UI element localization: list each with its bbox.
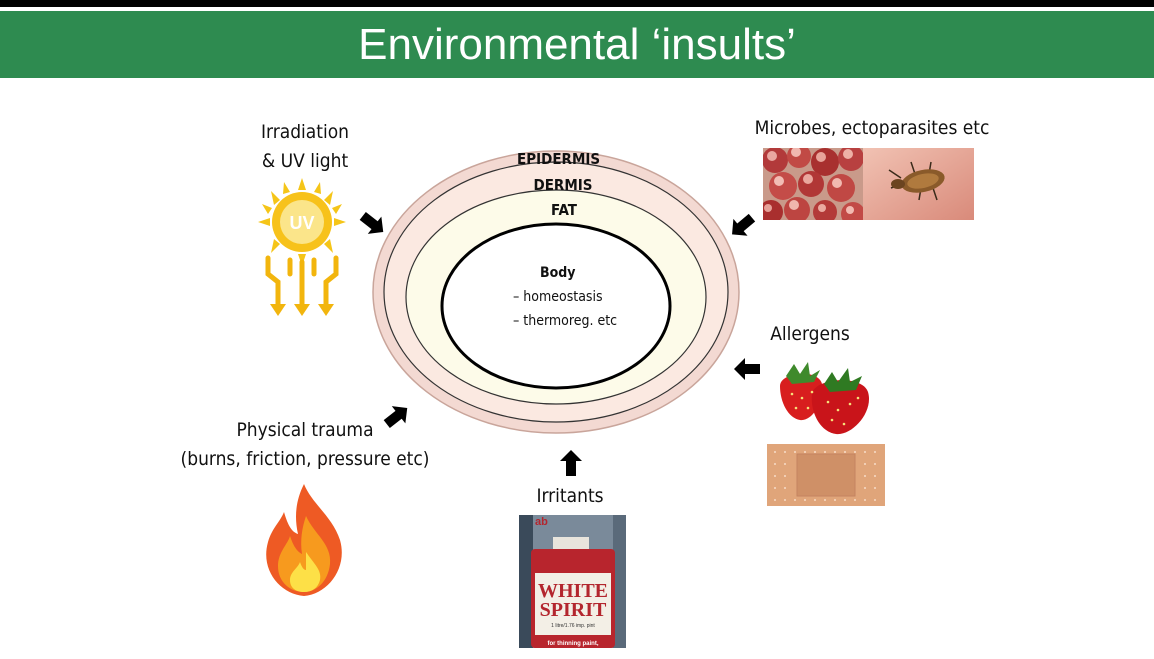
strawberry-photo (772, 354, 884, 438)
epidermis-label: EPIDERMIS (517, 150, 601, 168)
bottle-bottom-text: for thinning paint, (548, 641, 599, 647)
irradiation-label-line2: & UV light (261, 150, 349, 172)
arrow-trauma-icon (383, 406, 408, 428)
body-core (440, 222, 672, 390)
trauma-label-line1: Physical trauma (236, 419, 374, 441)
body-line-homeostasis: – homeostasis (513, 289, 603, 305)
microbes-label: Microbes, ectoparasites etc (754, 117, 990, 139)
bottle-spirit-text: SPIRIT (540, 599, 607, 621)
irradiation-label: Irradiation & UV light (240, 118, 370, 176)
trauma-label: Physical trauma (burns, friction, pressu… (180, 416, 430, 474)
fire-icon (266, 484, 342, 596)
white-spirit-bottle-photo: ab WHITE SPIRIT 1 litre/1.76 imp. pint f… (519, 515, 626, 648)
irradiation-label-line1: Irradiation (260, 121, 350, 143)
arrow-irritants-icon (560, 450, 582, 476)
title-bar: Environmental ‘insults’ (0, 11, 1154, 78)
bacteria-photo (763, 148, 863, 220)
arrow-irradiation-icon (359, 212, 384, 234)
louse-photo (863, 148, 974, 220)
arrow-microbes-icon (732, 213, 756, 236)
bottle-white-text: WHITE (538, 580, 608, 602)
bottle-volume-text: 1 litre/1.76 imp. pint (551, 623, 595, 629)
allergens-label: Allergens (770, 323, 850, 345)
arrow-allergens-icon (734, 358, 760, 380)
bottle-top-text: ab (535, 516, 548, 528)
uv-text: UV (289, 213, 314, 233)
trauma-label-line2: (burns, friction, pressure etc) (180, 448, 430, 470)
irritants-label: Irritants (536, 485, 604, 507)
body-title: Body (540, 265, 576, 281)
body-line-thermoreg: – thermoreg. etc (513, 313, 618, 329)
plaster-photo (767, 444, 885, 506)
dermis-label: DERMIS (533, 176, 593, 194)
top-border (0, 0, 1154, 7)
slide-title: Environmental ‘insults’ (358, 20, 796, 69)
fat-label: FAT (551, 201, 577, 219)
sun-uv-icon: UV (258, 178, 346, 316)
